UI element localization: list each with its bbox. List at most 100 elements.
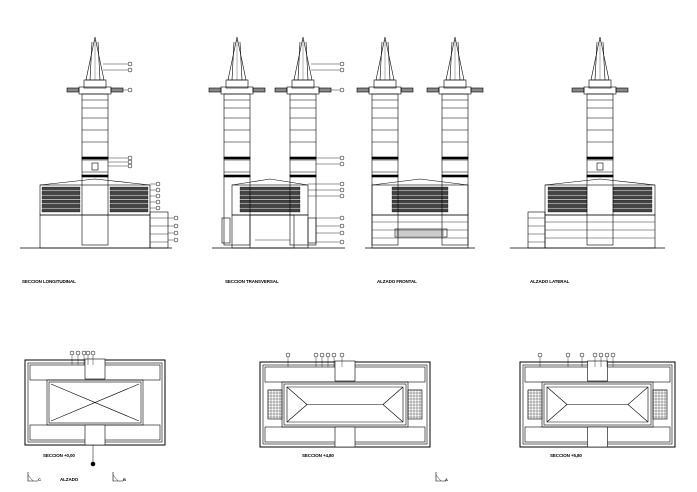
rect <box>249 214 295 249</box>
roof <box>39 178 151 186</box>
line <box>50 383 140 422</box>
rect <box>587 426 608 448</box>
rect <box>371 174 399 178</box>
callout-bubble <box>339 161 345 167</box>
rect <box>231 214 309 249</box>
plan-seccion-1 <box>259 352 431 448</box>
rect <box>334 426 356 448</box>
callout-bubble <box>127 155 133 161</box>
rect <box>441 93 469 246</box>
rect <box>371 214 469 249</box>
rect <box>356 87 370 93</box>
roof <box>231 178 309 186</box>
rect <box>612 191 653 195</box>
callout-bubble <box>155 187 161 193</box>
rect <box>586 156 614 160</box>
rect <box>371 93 399 246</box>
line <box>627 404 649 423</box>
rect <box>84 424 106 446</box>
callout-bubble <box>173 230 179 236</box>
callout-bubble <box>339 193 345 199</box>
rect <box>586 174 614 178</box>
line <box>627 386 649 405</box>
callout-bubble <box>610 352 616 358</box>
rect <box>289 156 317 160</box>
line <box>449 41 453 81</box>
line <box>231 41 235 81</box>
callout-bubble <box>155 199 161 205</box>
callout-bubble <box>339 187 345 193</box>
view-marker-b <box>112 472 123 482</box>
line <box>112 474 119 482</box>
rect <box>41 199 81 204</box>
callout-bubble <box>173 223 179 229</box>
rect <box>586 93 614 246</box>
rect <box>426 87 440 93</box>
rect <box>527 211 546 249</box>
line <box>89 41 93 81</box>
line <box>457 41 461 81</box>
callout-bubble <box>285 352 291 358</box>
rect <box>291 79 315 89</box>
callout-bubble <box>325 352 331 358</box>
rect <box>391 195 449 200</box>
rect <box>41 208 81 213</box>
line <box>27 474 34 482</box>
rect <box>443 79 467 89</box>
callout-bubble <box>339 61 345 67</box>
callout-bubble <box>127 159 133 165</box>
label-seccion-transversal: SECCION TRANSVERSAL <box>225 279 279 284</box>
rect <box>81 156 109 160</box>
rect <box>289 93 317 246</box>
callout-bubble <box>81 350 87 356</box>
rect <box>318 87 332 93</box>
rect <box>612 186 653 191</box>
rect <box>109 204 149 208</box>
rect <box>239 191 301 195</box>
rect <box>41 191 81 195</box>
rect <box>588 79 612 89</box>
rect <box>283 383 407 426</box>
rect <box>391 191 449 195</box>
rect <box>109 191 149 195</box>
rect <box>334 360 356 382</box>
rect <box>394 228 448 238</box>
rect <box>239 204 301 208</box>
callout-bubble <box>155 205 161 211</box>
rect <box>547 195 588 200</box>
callout-bubble <box>339 230 345 236</box>
line <box>379 41 383 81</box>
line <box>239 41 243 81</box>
rect <box>48 381 142 424</box>
rect <box>41 204 81 208</box>
rect <box>109 208 149 213</box>
label-plan-1: SECCION +0,00 <box>43 453 75 458</box>
rect <box>470 87 484 93</box>
rect <box>66 87 80 93</box>
rect <box>223 174 251 178</box>
rect <box>544 214 656 249</box>
callout-bubble <box>155 193 161 199</box>
callout-bubble <box>127 163 133 169</box>
roof <box>544 178 656 186</box>
rect <box>391 199 449 204</box>
line <box>97 41 101 81</box>
rect <box>109 195 149 200</box>
callout-bubble <box>127 61 133 67</box>
rect <box>612 208 653 213</box>
label-alzado-frontal: ALZADO FRONTAL <box>377 279 417 284</box>
callout-bubble <box>85 350 91 356</box>
line <box>435 474 442 482</box>
rect <box>543 383 652 426</box>
rect <box>109 199 149 204</box>
rect <box>81 174 109 178</box>
rect <box>81 93 109 246</box>
rect <box>391 186 449 191</box>
marker-c-letter: C <box>38 477 41 482</box>
line <box>594 41 598 81</box>
label-seccion-longitudinal: SECCION LONGITUDINAL <box>22 279 76 284</box>
line <box>387 41 391 81</box>
rect <box>223 93 251 246</box>
rect <box>373 79 397 89</box>
rect <box>596 162 604 171</box>
